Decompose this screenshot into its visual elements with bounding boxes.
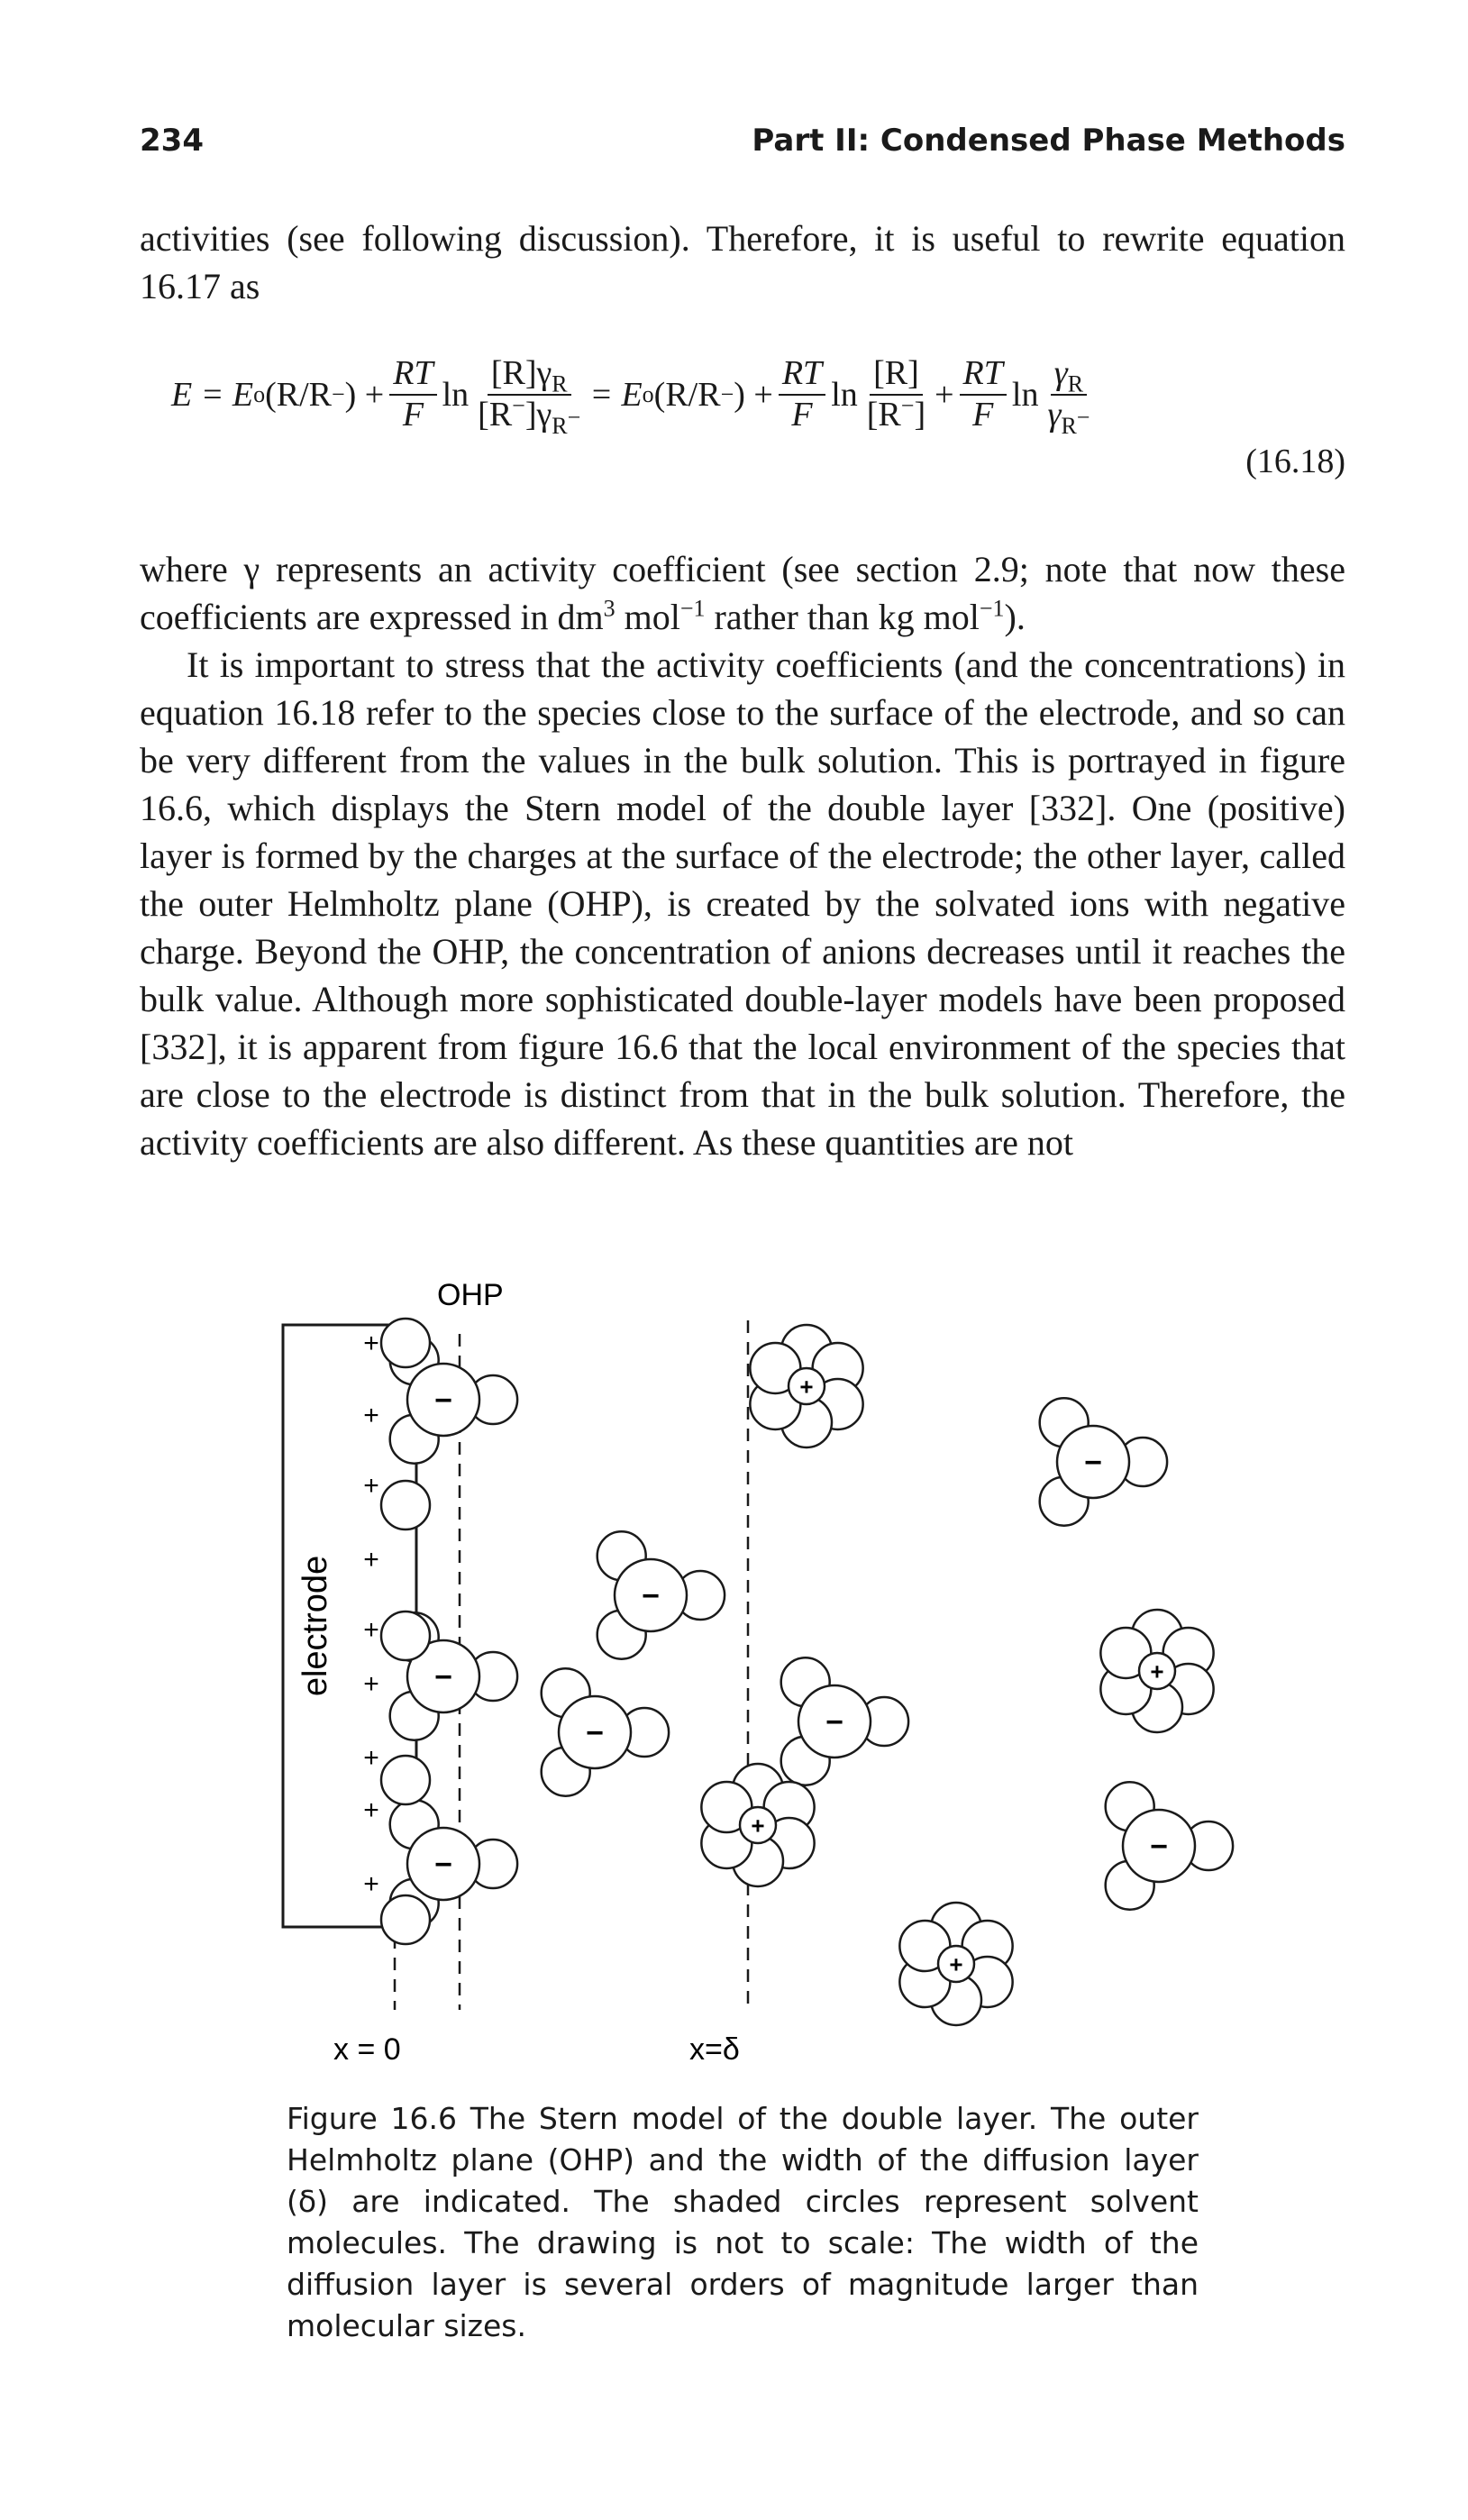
ion-charge: − bbox=[1150, 1830, 1168, 1864]
electrode-charge: + bbox=[363, 1545, 379, 1575]
eq-mid: = E bbox=[589, 376, 643, 414]
page-number: 234 bbox=[140, 123, 204, 159]
electrode-charge: + bbox=[363, 1401, 379, 1430]
eq-fraction-2: [R] [R−] bbox=[866, 354, 926, 434]
eq-ln-3: ln bbox=[1011, 376, 1039, 414]
electrode-charge: + bbox=[363, 1615, 379, 1645]
anion bbox=[797, 1684, 872, 1759]
anion bbox=[406, 1826, 481, 1902]
eq-plus: + bbox=[935, 376, 954, 414]
solvent-molecule bbox=[379, 1317, 432, 1369]
solvent-molecule bbox=[379, 1610, 432, 1662]
stern-model-diagram: electrode OHP x = 0 x=δ + + + + + + + + + − − − − − −… bbox=[281, 1278, 1235, 2067]
ion-charge: + bbox=[799, 1373, 813, 1400]
solvent-molecule bbox=[379, 1479, 432, 1531]
eq-ln-1: ln bbox=[442, 376, 470, 414]
part-title: Part II: Condensed Phase Methods bbox=[752, 123, 1345, 159]
anion bbox=[1055, 1424, 1131, 1500]
ion-charge: − bbox=[642, 1579, 660, 1613]
electrode-charge: + bbox=[363, 1328, 379, 1358]
figure-caption: Figure 16.6 The Stern model of the doubl… bbox=[287, 2101, 1199, 2343]
electrode-charge: + bbox=[363, 1669, 379, 1699]
eq-close-plus: ) + bbox=[344, 376, 385, 414]
electrode-charge: + bbox=[363, 1471, 379, 1501]
cation bbox=[787, 1366, 826, 1406]
x0-label: x = 0 bbox=[333, 2032, 401, 2067]
anion bbox=[1121, 1808, 1197, 1884]
anion bbox=[613, 1557, 688, 1633]
ion-charge: − bbox=[586, 1716, 604, 1750]
ion-charge: − bbox=[434, 1383, 452, 1418]
running-header: 234 Part II: Condensed Phase Methods bbox=[140, 123, 1345, 168]
anion bbox=[406, 1362, 481, 1438]
ion-charge: − bbox=[434, 1848, 452, 1882]
cation bbox=[936, 1944, 976, 1984]
ion-charge: − bbox=[1084, 1446, 1102, 1480]
anion bbox=[406, 1639, 481, 1714]
paragraph-3: It is important to stress that the activ… bbox=[140, 644, 1345, 1163]
paragraph-1: activities (see following discussion). T… bbox=[140, 218, 1345, 306]
ion-charge: + bbox=[1150, 1657, 1163, 1685]
paragraph-2: where γ represents an activity coefficie… bbox=[140, 549, 1345, 637]
ohp-label: OHP bbox=[437, 1278, 504, 1312]
cation bbox=[738, 1805, 778, 1845]
electrode-charge: + bbox=[363, 1743, 379, 1773]
ion-charge: + bbox=[949, 1950, 962, 1977]
ion-charge: − bbox=[825, 1705, 843, 1739]
solvent-molecule bbox=[379, 1754, 432, 1806]
eq-redox: (R/R bbox=[265, 376, 332, 414]
figure-16-6: electrode OHP x = 0 x=δ + + + + + + + + + − − − − − −… bbox=[270, 1262, 1244, 2073]
equation-number: (16.18) bbox=[1245, 443, 1345, 480]
anion bbox=[557, 1694, 633, 1770]
solvent-molecule bbox=[379, 1894, 432, 1946]
electrode-label: electrode bbox=[296, 1556, 334, 1696]
eq-fraction-1: [R]γR [R−]γR− bbox=[478, 354, 581, 439]
xdelta-label: x=δ bbox=[689, 2032, 740, 2067]
eq-ln-2: ln bbox=[831, 376, 858, 414]
ion-charge: − bbox=[434, 1660, 452, 1694]
eq-lhs: E = E bbox=[171, 376, 254, 414]
cation bbox=[1137, 1651, 1177, 1691]
eq-fraction-3: γR γR− bbox=[1047, 354, 1090, 439]
electrode-charge: + bbox=[363, 1795, 379, 1825]
electrode-charge: + bbox=[363, 1869, 379, 1899]
ion-charge: + bbox=[751, 1812, 764, 1839]
